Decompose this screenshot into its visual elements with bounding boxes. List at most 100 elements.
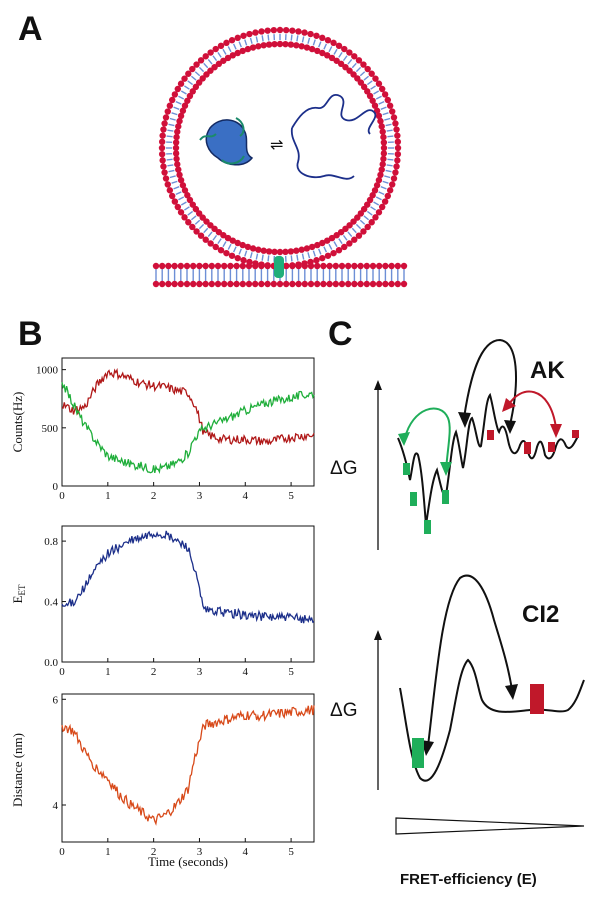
lipid-head: [258, 280, 265, 288]
lipid-head: [174, 161, 181, 168]
lipid-head: [158, 150, 166, 158]
lipid-head: [382, 262, 389, 270]
lipid-head: [223, 249, 230, 257]
y-tick-label: 0.4: [44, 597, 58, 609]
lipid-head: [319, 34, 326, 42]
lipid-head: [298, 43, 305, 50]
lipid-head: [371, 102, 379, 109]
lipid-head: [255, 246, 262, 253]
lipid-tail: [384, 175, 391, 179]
lipid-head: [215, 228, 223, 236]
lipid-tail: [359, 219, 366, 225]
lipid-head: [390, 114, 398, 121]
ak-green-arrow: [404, 407, 451, 471]
lipid-head: [184, 192, 191, 199]
lipid-head: [345, 262, 352, 270]
lipid-head: [190, 262, 197, 270]
lipid-head: [328, 234, 336, 242]
lipid-head: [319, 254, 326, 262]
lipid-tail: [167, 164, 174, 167]
lipid-head: [190, 280, 197, 288]
ak-red-state-3: [548, 442, 555, 452]
lipid-tail: [342, 55, 348, 62]
vesicle-tether: [274, 256, 284, 278]
lipid-tail: [244, 250, 248, 257]
lipid-head: [172, 139, 180, 146]
lipid-tail: [373, 90, 380, 95]
lipid-head: [161, 169, 168, 176]
lipid-tail: [232, 43, 237, 50]
efficiency-plot-frame: [61, 525, 315, 663]
lipid-head: [159, 280, 166, 288]
lipid-tail: [363, 215, 370, 221]
lipid-tail: [267, 34, 270, 41]
series-line-counts-0: [61, 367, 315, 447]
lipid-tail: [222, 241, 227, 248]
lipid-head: [355, 232, 363, 239]
lipid-tail: [255, 36, 259, 43]
lipid-head: [393, 126, 400, 133]
lipid-head: [314, 241, 321, 249]
lipid-head: [307, 262, 315, 270]
lipid-head: [380, 155, 387, 163]
lipid-tail: [296, 35, 299, 42]
lipid-head: [171, 198, 179, 205]
lipid-tail: [370, 85, 376, 90]
lipid-tail: [347, 231, 353, 238]
lipid-tail: [318, 248, 322, 255]
lipid-head: [173, 133, 180, 141]
lipid-head: [221, 280, 228, 288]
lipid-head: [189, 223, 196, 231]
ci2-red-state: [530, 684, 544, 714]
lipid-head: [175, 123, 182, 130]
lipid-head: [185, 219, 192, 226]
lipid-head: [228, 252, 236, 259]
ci2-transition-arrow: [427, 574, 513, 747]
lipid-head: [239, 262, 246, 270]
lipid-tail: [382, 112, 389, 116]
lipid-head: [378, 85, 386, 93]
lipid-head: [186, 92, 194, 100]
lipid-head: [162, 114, 170, 121]
lipid-head: [301, 280, 308, 288]
lipid-head: [233, 262, 240, 270]
lipid-head: [381, 91, 389, 98]
fret-wedge: [395, 817, 585, 835]
lipid-tail: [290, 255, 293, 262]
lipid-head: [324, 237, 331, 244]
lipid-head: [375, 176, 383, 184]
lipid-tail: [184, 85, 190, 90]
lipid-tail: [301, 253, 305, 260]
lipid-tail: [338, 238, 343, 244]
lipid-tail: [222, 48, 227, 55]
lipid-tail: [190, 215, 197, 221]
lipid-head: [276, 26, 284, 34]
lipid-head: [260, 247, 267, 254]
lipid-head: [384, 96, 391, 104]
lipid-head: [375, 80, 383, 87]
lipid-head: [197, 232, 205, 239]
lipid-head: [328, 54, 336, 62]
lipid-head: [152, 280, 160, 288]
lipid-head: [228, 37, 236, 44]
lipid-tail: [194, 219, 201, 225]
y-tick-label: 0.0: [44, 657, 58, 669]
lipid-head: [159, 157, 166, 164]
lipid-tail: [167, 129, 174, 132]
lipid-head: [282, 40, 289, 48]
lipid-head: [386, 187, 394, 194]
x-tick-label: 5: [288, 490, 294, 502]
x-tick-label: 1: [105, 490, 111, 502]
lipid-head: [338, 262, 346, 270]
lipid-tail: [378, 100, 385, 105]
efficiency-y-axis-label: EET: [10, 584, 27, 603]
unfolded-protein-icon: [290, 94, 377, 180]
lipid-head: [184, 97, 191, 104]
lipid-head: [264, 280, 271, 288]
lipid-head: [368, 219, 375, 226]
ak-red-state-2: [524, 442, 531, 454]
lipid-head: [159, 132, 166, 139]
ak-red-state-4: [572, 430, 579, 438]
